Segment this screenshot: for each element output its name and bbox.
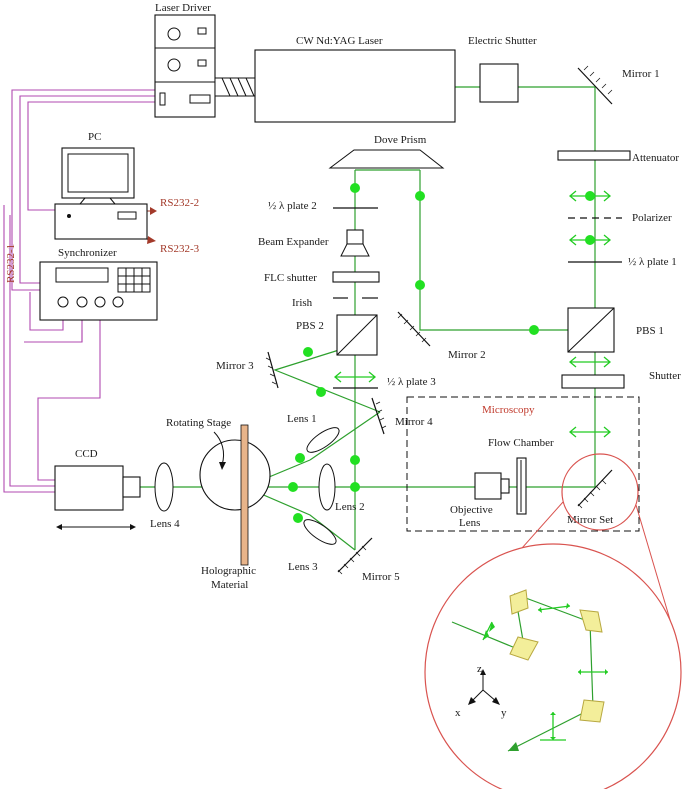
half-plate-1-label: ½ λ plate 1	[628, 256, 677, 268]
holographic-label-2: Material	[211, 579, 248, 591]
lens-4	[154, 462, 174, 512]
half-plate-2-label: ½ λ plate 2	[268, 200, 317, 212]
ccd-camera	[54, 465, 141, 530]
shutter	[561, 374, 625, 389]
lens-1-label: Lens 1	[287, 413, 317, 425]
pbs-1	[567, 307, 615, 353]
lens-4-label: Lens 4	[150, 518, 180, 530]
flc-shutter	[332, 271, 380, 283]
dove-prism	[328, 149, 445, 169]
ccd-label: CCD	[75, 448, 98, 460]
mirror-1-label: Mirror 1	[622, 68, 660, 80]
mirror-4-label: Mirror 4	[395, 416, 433, 428]
beam-expander	[340, 229, 370, 257]
mirror-1	[577, 65, 613, 105]
beam-expander-label: Beam Expander	[258, 236, 329, 248]
electric-shutter	[479, 63, 519, 103]
electric-shutter-label: Electric Shutter	[468, 35, 537, 47]
mirror-3	[265, 351, 279, 389]
pc-label: PC	[88, 131, 101, 143]
mirror-3-label: Mirror 3	[216, 360, 254, 372]
rotating-stage-label: Rotating Stage	[166, 417, 231, 429]
microscopy-box	[406, 396, 640, 532]
lens-3-label: Lens 3	[288, 561, 318, 573]
mirror-5	[337, 537, 373, 575]
axis-x-label: x	[455, 707, 461, 719]
half-plate-3-label: ½ λ plate 3	[387, 376, 436, 388]
objective-lens-label-1: Objective	[450, 504, 493, 516]
cw-laser	[254, 49, 456, 123]
synchronizer-label: Synchronizer	[58, 247, 117, 259]
laser-connector	[214, 77, 256, 97]
rs232-1-label: RS232-1	[5, 244, 17, 283]
microscopy-label: Microscopy	[482, 404, 535, 416]
attenuator	[557, 150, 631, 161]
mirror-set	[577, 469, 613, 509]
pbs-2	[336, 314, 378, 356]
pbs-2-label: PBS 2	[296, 320, 324, 332]
lens-1	[306, 427, 340, 453]
synchronizer	[39, 261, 158, 321]
polarizer-label: Polarizer	[632, 212, 672, 224]
lens-2-label: Lens 2	[335, 501, 365, 513]
axis-y-label: y	[501, 707, 507, 719]
mirror-5-label: Mirror 5	[362, 571, 400, 583]
polarization-dots	[288, 183, 595, 523]
holographic-label-1: Holographic	[201, 565, 256, 577]
rs232-3-label: RS232-3	[160, 243, 200, 255]
laser-label: CW Nd:YAG Laser	[296, 35, 383, 47]
rotating-stage	[199, 424, 271, 566]
pc	[54, 147, 148, 240]
lens-3	[303, 519, 337, 545]
mirror-set-detail	[424, 543, 682, 794]
laser-driver-label: Laser Driver	[155, 2, 211, 14]
objective-lens	[474, 472, 510, 500]
shutter-label: Shutter	[649, 370, 681, 382]
flc-shutter-label: FLC shutter	[264, 272, 317, 284]
irish-label: Irish	[292, 297, 313, 309]
objective-lens-label-2: Lens	[459, 517, 480, 529]
mirror-2	[397, 311, 431, 347]
attenuator-label: Attenuator	[632, 152, 679, 164]
mirror-4	[371, 397, 387, 435]
pbs-1-label: PBS 1	[636, 325, 664, 337]
flow-chamber-label: Flow Chamber	[488, 437, 554, 449]
dove-prism-label: Dove Prism	[374, 134, 427, 146]
axis-z-label: z	[477, 663, 482, 675]
mirror-2-label: Mirror 2	[448, 349, 486, 361]
laser-driver	[154, 14, 216, 118]
lens-2	[318, 463, 336, 511]
rs232-2-label: RS232-2	[160, 197, 199, 209]
flow-chamber	[516, 457, 527, 515]
